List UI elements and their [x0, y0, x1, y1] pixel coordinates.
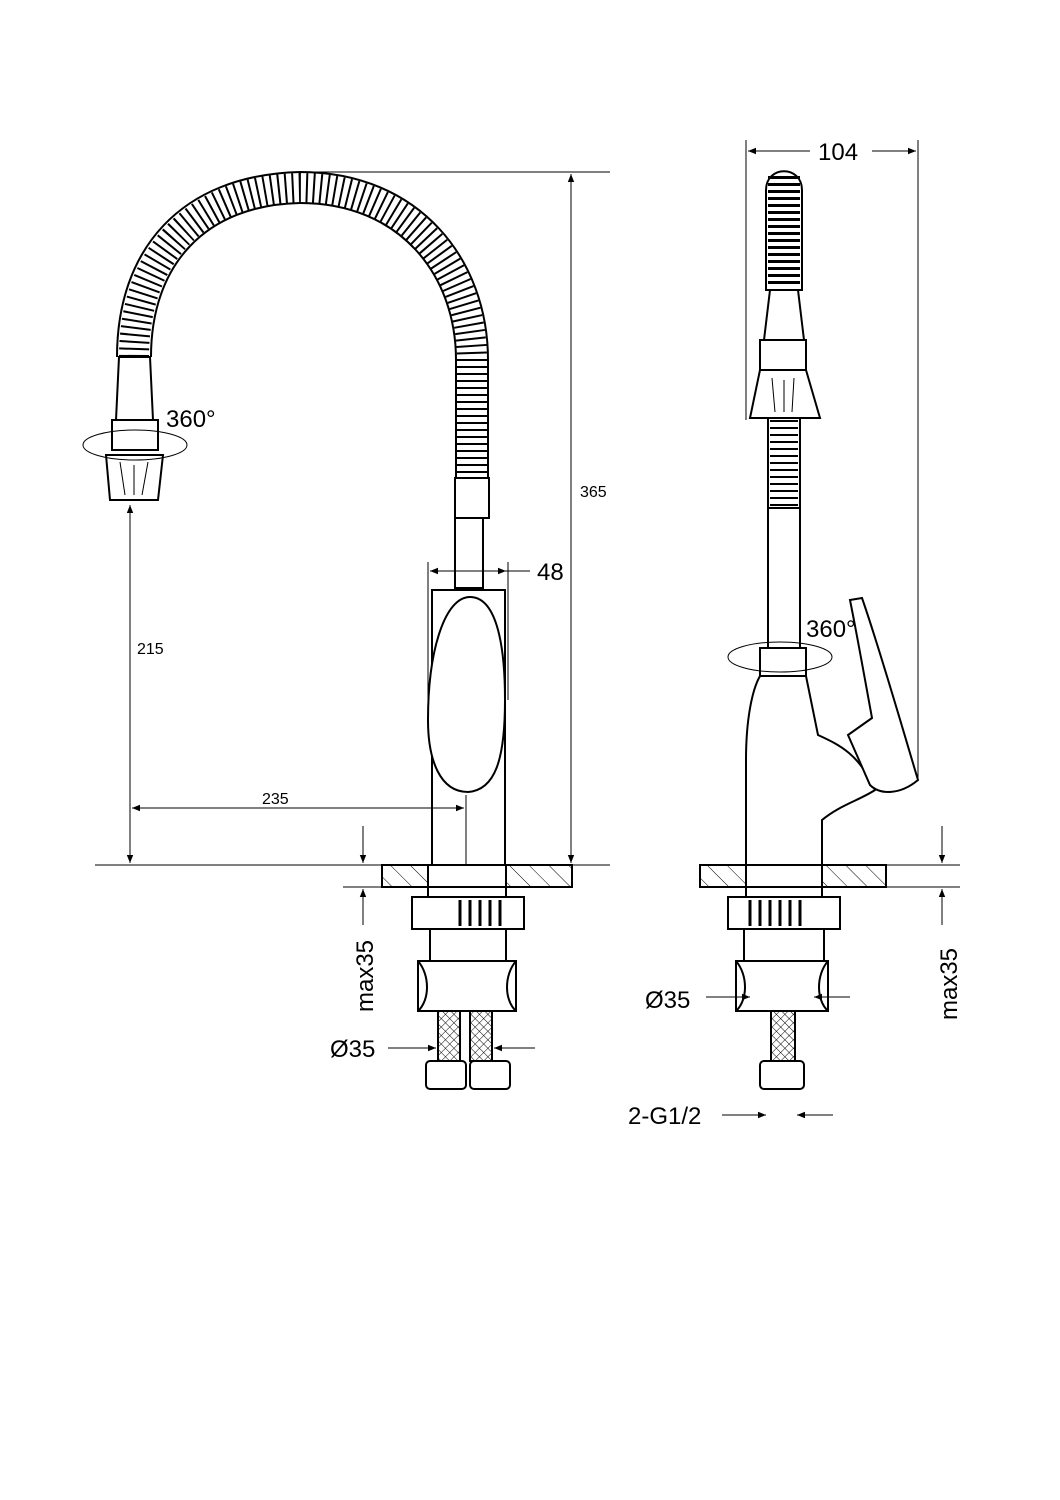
front-supply-hose-right	[469, 1010, 493, 1062]
front-shank	[429, 928, 507, 962]
front-lock-nut	[417, 960, 517, 1012]
front-dim-max35: max35	[352, 940, 379, 1012]
front-dim-235: 235	[262, 791, 289, 808]
front-spray-neck	[114, 356, 155, 421]
side-dim-max35: max35	[936, 948, 963, 1020]
side-supply-nut	[759, 1060, 805, 1090]
front-body-through-worktop	[427, 864, 507, 888]
side-body	[745, 675, 877, 866]
side-dim-connection: 2-G1/2	[628, 1103, 701, 1130]
side-rotation-label: 360°	[806, 616, 856, 643]
side-shank	[743, 928, 825, 962]
side-nut-ribs	[748, 900, 802, 926]
front-dim-dia35: Ø35	[330, 1036, 375, 1063]
side-washer	[745, 886, 823, 898]
side-spray-head	[748, 369, 822, 419]
side-lock-nut-curves	[735, 960, 829, 1012]
side-supply-hose	[770, 1010, 796, 1062]
side-mounting-nut	[727, 896, 841, 930]
side-spray-detail	[771, 377, 795, 413]
side-view: 104 360° max35 Ø35 2-G1/2	[628, 139, 963, 1130]
front-spray-detail	[119, 461, 149, 496]
front-neck-pipe	[454, 517, 484, 589]
side-dim-104: 104	[818, 139, 858, 166]
side-lock-nut	[735, 960, 829, 1012]
front-spray-ring	[111, 419, 159, 451]
front-supply-nut-right	[469, 1060, 511, 1090]
front-hose-ribbing	[119, 172, 487, 480]
front-mounting-nut	[411, 896, 525, 930]
side-hose-neck	[762, 289, 806, 341]
side-hose-top	[765, 170, 803, 291]
front-lock-nut-curves	[417, 960, 517, 1012]
front-view: 365 215 235 48 360° max35 Ø35	[82, 170, 610, 1090]
side-lever	[846, 596, 920, 793]
front-supply-hose-left	[437, 1010, 461, 1062]
front-supply-nut-left	[425, 1060, 467, 1090]
front-lever-handle	[426, 595, 507, 794]
front-hose-connector	[454, 477, 490, 519]
side-body-through-worktop	[745, 864, 823, 888]
side-dim-dia35: Ø35	[645, 987, 690, 1014]
front-dim-365: 365	[580, 484, 607, 501]
side-spray-ring	[759, 339, 807, 371]
front-hose-outer	[116, 170, 489, 480]
side-neck-pipe	[767, 507, 801, 649]
front-dim-215: 215	[137, 641, 164, 658]
front-nut-ribs	[458, 900, 502, 926]
front-rotation-label: 360°	[166, 406, 216, 433]
front-hose-inner	[150, 201, 457, 480]
front-rotation-ellipse	[82, 429, 188, 461]
front-dim-48: 48	[537, 559, 564, 586]
front-washer	[427, 886, 507, 898]
side-rotation-ellipse	[727, 641, 833, 673]
